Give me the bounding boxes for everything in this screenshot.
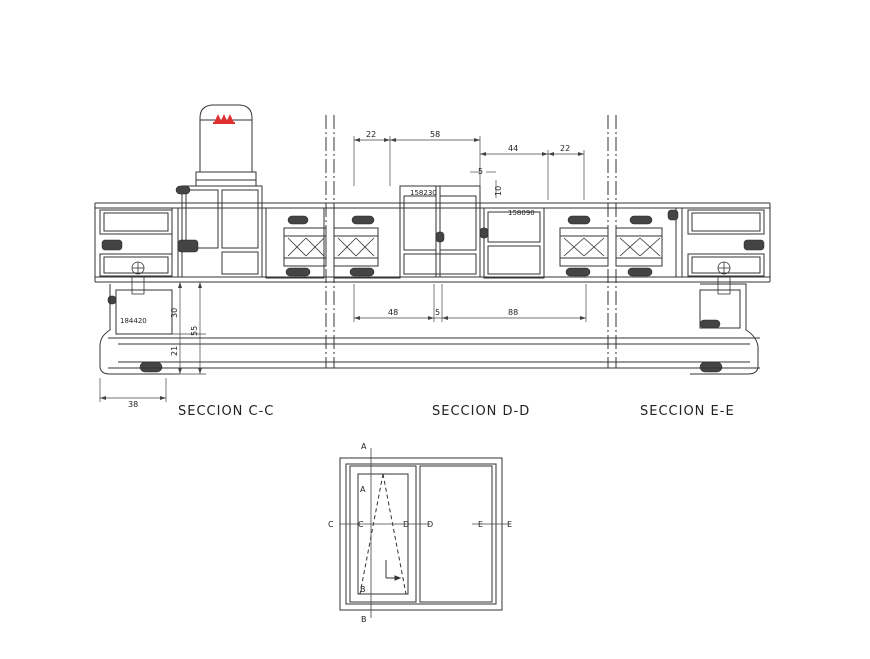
- screws: [131, 261, 731, 295]
- profile-code-184420: 184420: [120, 317, 147, 325]
- marker-a-inner: A: [360, 485, 366, 494]
- section-title-ee: SECCION E-E: [640, 404, 735, 419]
- dim-top-22b: 22: [560, 144, 570, 153]
- dim-left-55: 55: [190, 326, 199, 336]
- marker-d-outer: D: [427, 520, 433, 529]
- dim-top-10: 10: [494, 186, 503, 196]
- marker-a-top: A: [361, 442, 367, 451]
- dimension-arrows: [100, 138, 586, 400]
- dim-bottom-48: 48: [388, 308, 398, 317]
- elevation-key: [339, 457, 503, 611]
- profile-code-158090: 158090: [508, 209, 535, 217]
- marker-b-inner: B: [360, 585, 366, 594]
- window-handle: [195, 104, 257, 187]
- section-title-dd: SECCION D-D: [432, 404, 530, 419]
- dim-left-30: 30: [170, 308, 179, 318]
- dim-top-58: 58: [430, 130, 440, 139]
- glass-unit-crosses: [287, 237, 661, 257]
- section-title-cc: SECCION C-C: [178, 404, 274, 419]
- marker-d-inner: D: [403, 520, 409, 529]
- main-profile: [94, 185, 771, 283]
- section-cut-lines: [325, 115, 617, 368]
- lower-sill: [99, 283, 760, 375]
- logo-icon: [213, 114, 235, 124]
- opening-triangle: [359, 473, 407, 595]
- gaskets: [101, 185, 765, 373]
- marker-b-bottom: B: [361, 615, 367, 624]
- marker-e-inner: E: [478, 520, 483, 529]
- dim-left-38: 38: [128, 400, 138, 409]
- marker-c-outer: C: [328, 520, 334, 529]
- marker-e-outer: E: [507, 520, 512, 529]
- elevation-cut-lines: [340, 448, 510, 618]
- dim-top-44: 44: [508, 144, 518, 153]
- dim-bottom-5: 5: [435, 308, 440, 317]
- dim-top-5: 5: [478, 167, 483, 176]
- opening-arrow-icon: [385, 560, 402, 581]
- dim-left-21: 21: [170, 346, 179, 356]
- marker-c-inner: C: [358, 520, 364, 529]
- dim-bottom-88: 88: [508, 308, 518, 317]
- profile-code-158230: 158230: [410, 189, 437, 197]
- dim-top-22: 22: [366, 130, 376, 139]
